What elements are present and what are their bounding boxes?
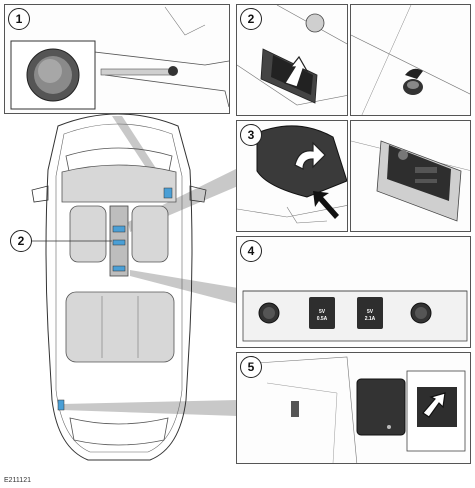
usb-socket-left xyxy=(309,297,335,329)
rear-usb-location xyxy=(112,265,126,272)
pointer-band-5 xyxy=(62,400,238,416)
push-arrow-icon xyxy=(313,191,339,219)
open-arrow-icon xyxy=(422,392,446,418)
panel-1-dashboard-socket xyxy=(4,4,230,114)
callout-2-panel: 2 xyxy=(240,8,262,30)
panel-2a-illustration xyxy=(237,5,347,106)
callout-1: 1 xyxy=(8,8,30,30)
usb-right-sublabel: 2.1A xyxy=(365,316,376,322)
car-body-inner xyxy=(55,123,183,453)
cubby-socket-icon xyxy=(407,81,419,89)
front-seat-right xyxy=(131,205,169,263)
dashboard xyxy=(61,164,177,203)
callout-3: 3 xyxy=(240,124,262,146)
socket-cover xyxy=(356,378,406,436)
rear-window xyxy=(69,417,169,446)
front-seat-left xyxy=(69,205,107,263)
left-mirror xyxy=(31,185,49,203)
lift-arrow-icon xyxy=(294,141,326,170)
car-body xyxy=(45,113,193,461)
figure-code: E211121 xyxy=(4,477,31,484)
panel-2b-cubby-socket xyxy=(350,4,471,116)
armrest-knob-icon xyxy=(398,150,408,160)
usb-left-sublabel: 0.5A xyxy=(317,316,328,322)
panel-4-illustration: 5V 0.5A 5V 2.1A xyxy=(242,290,468,342)
loadspace-socket-location xyxy=(57,399,65,411)
front-usb-location xyxy=(112,239,126,246)
usb-socket-right xyxy=(357,297,383,329)
panel-5-illustration xyxy=(256,356,466,463)
panel-3a-armrest xyxy=(236,120,348,232)
cubby-location xyxy=(112,225,126,233)
callout-2-overview: 2 xyxy=(10,230,32,252)
usb-right-label: 5V xyxy=(367,309,374,315)
panel-3a-illustration xyxy=(237,125,347,224)
slide-arrow-icon xyxy=(284,55,309,88)
right-mirror xyxy=(189,185,207,203)
pointer-band-4 xyxy=(130,270,238,304)
dashboard-socket-icon xyxy=(168,66,178,76)
panel-3b-armrest-open xyxy=(350,120,471,232)
usb-left-label: 5V xyxy=(319,309,326,315)
callout-4: 4 xyxy=(240,240,262,262)
panel-4-usb-sockets: 5V 0.5A 5V 2.1A xyxy=(236,236,471,348)
panel-1-illustration xyxy=(10,6,229,110)
cover-symbol-icon xyxy=(387,425,391,429)
panel-2b-illustration xyxy=(351,5,470,115)
rear-seat-bench xyxy=(65,291,175,363)
glovebox-location xyxy=(163,187,173,199)
callout-5: 5 xyxy=(240,356,262,378)
panel-3b-illustration xyxy=(351,140,470,222)
panel-5-loadspace-socket xyxy=(236,352,471,464)
